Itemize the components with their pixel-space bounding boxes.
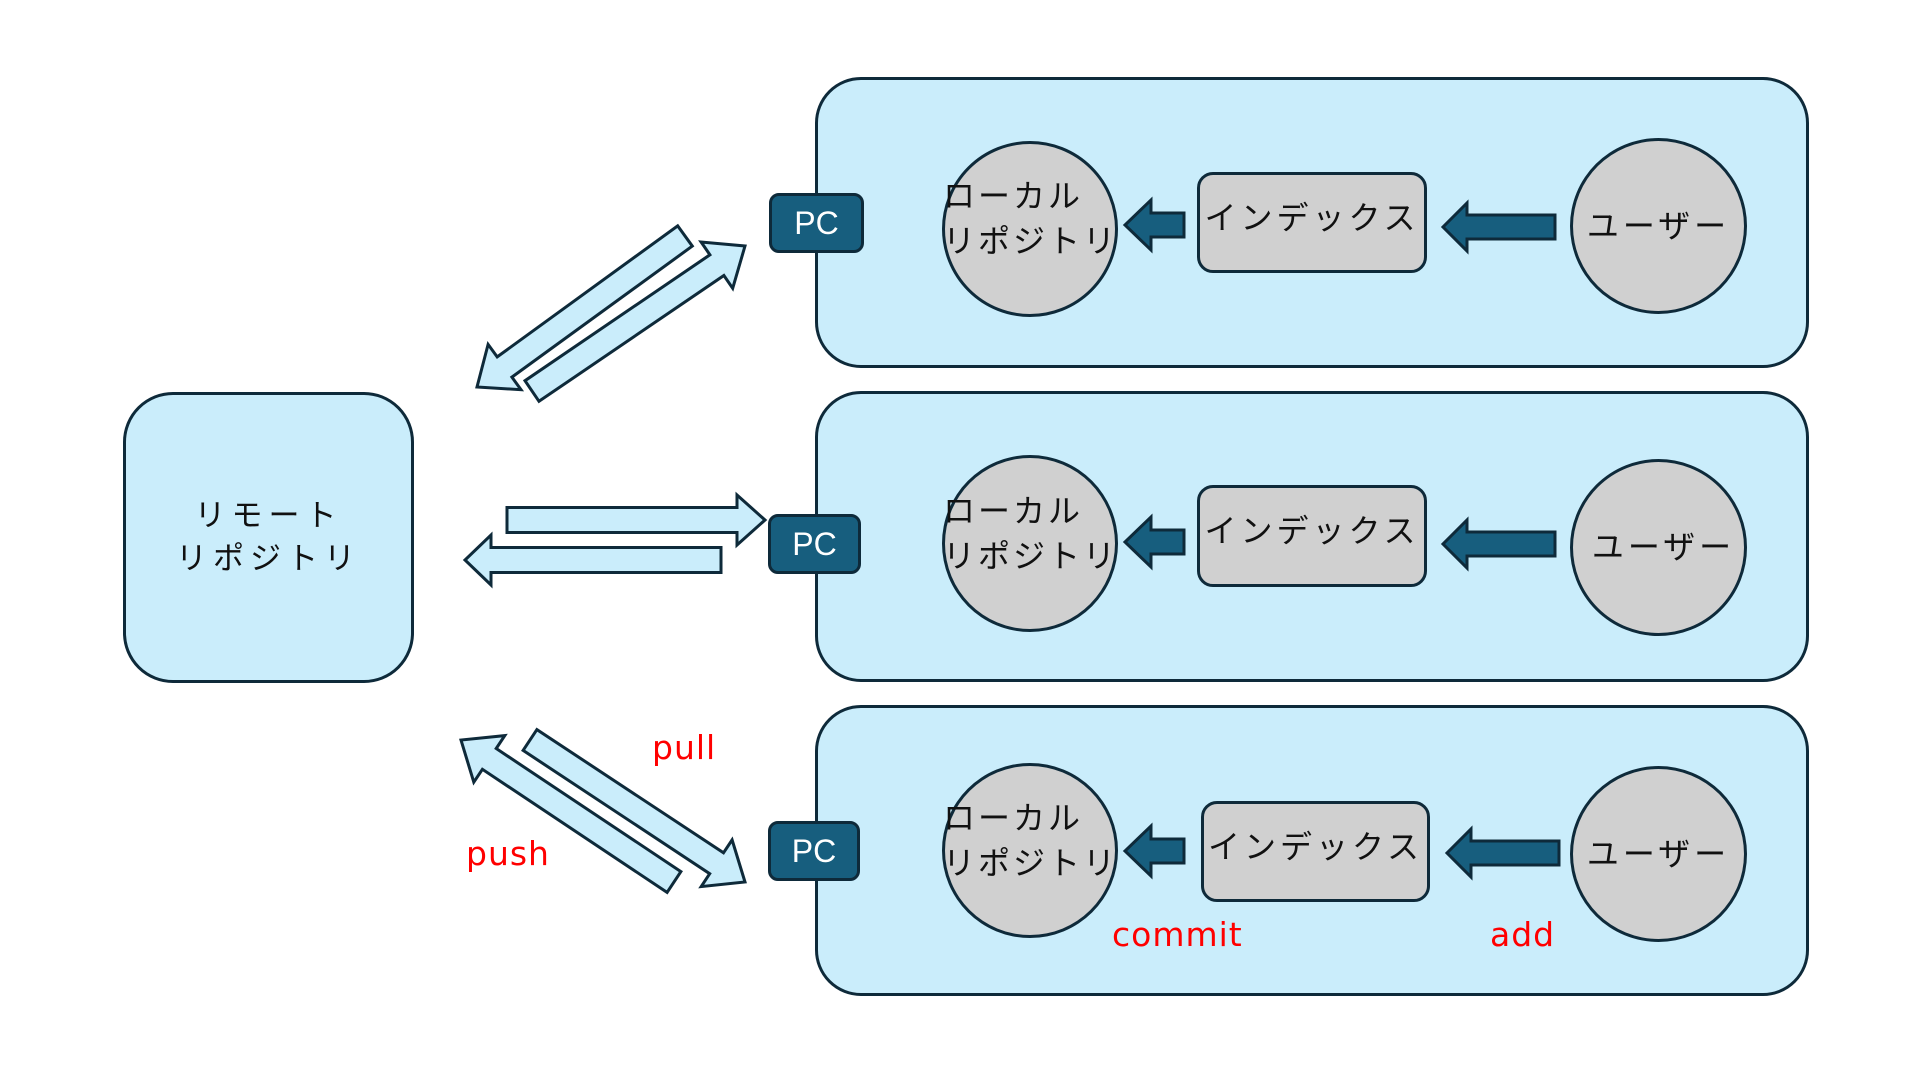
pull-arrow (521, 727, 747, 889)
local-repository-3: ローカル リポジトリ (942, 763, 1118, 938)
pc-tag-3: PC (768, 821, 860, 881)
add-arrow-1 (1440, 199, 1557, 255)
arrow-remote-to-pc1 (522, 240, 747, 404)
push-label: push (466, 834, 550, 873)
commit-arrow-1 (1122, 196, 1186, 254)
local-repository-label: ローカル リポジトリ (943, 177, 1119, 260)
arrow-pc2-to-remote (462, 531, 723, 589)
user-3: ユーザー (1570, 766, 1747, 942)
local-repository-2: ローカル リポジトリ (942, 455, 1118, 632)
index-box-3: インデックス (1201, 801, 1430, 902)
add-label: add (1490, 915, 1556, 954)
remote-repository: リモート リポジトリ (123, 392, 414, 683)
add-arrow-2 (1440, 516, 1557, 572)
local-repository-label: ローカル リポジトリ (943, 491, 1119, 575)
remote-label-line1: リモート (194, 497, 343, 534)
index-box-1: インデックス (1197, 172, 1427, 273)
arrow-remote-to-pc2 (505, 491, 768, 549)
arrow-pc1-to-remote (475, 223, 695, 392)
push-arrow (459, 733, 683, 895)
index-box-2: インデックス (1197, 485, 1427, 587)
commit-arrow-3 (1122, 822, 1186, 880)
commit-label: commit (1112, 915, 1243, 954)
remote-label-line2: リポジトリ (176, 540, 361, 577)
pc-tag-2: PC (768, 514, 861, 574)
local-repository-1: ローカル リポジトリ (942, 141, 1118, 317)
user-2: ユーザー (1570, 459, 1747, 636)
add-arrow-3 (1444, 825, 1561, 881)
pc-tag-1: PC (769, 193, 864, 253)
user-1: ユーザー (1570, 138, 1747, 314)
remote-repository-label: リモート リポジトリ (176, 495, 361, 581)
commit-arrow-2 (1122, 513, 1186, 571)
pull-label: pull (652, 728, 717, 767)
local-repository-label: ローカル リポジトリ (943, 798, 1119, 882)
